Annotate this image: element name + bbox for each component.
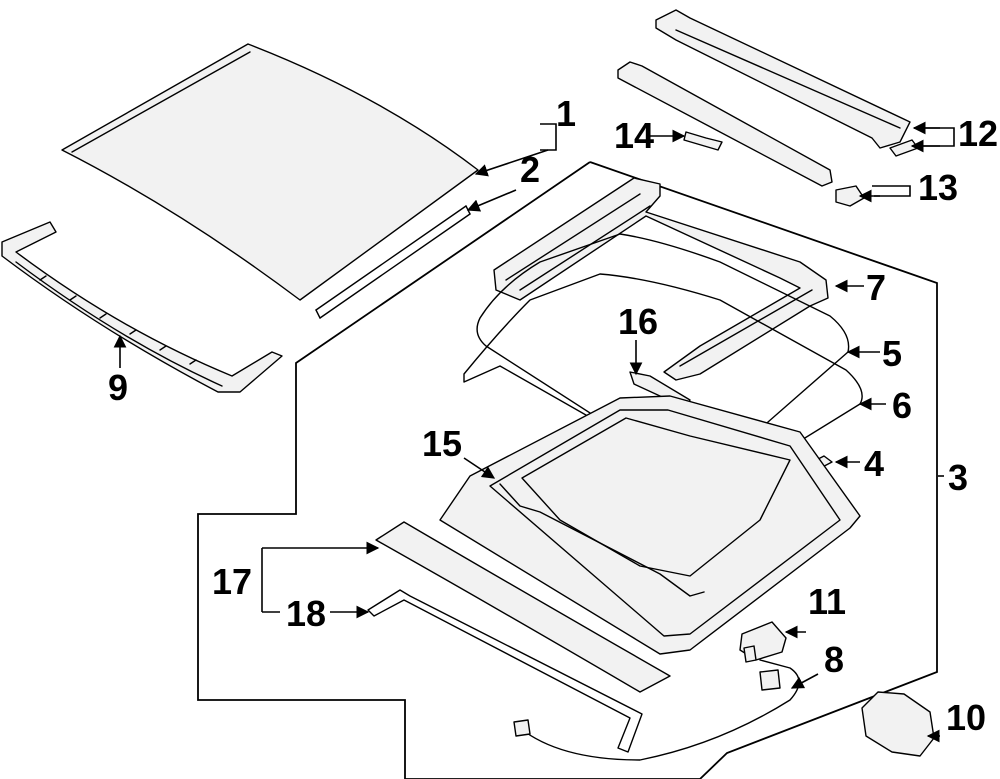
callout-8: 8 bbox=[824, 639, 844, 680]
callout-14: 14 bbox=[614, 115, 654, 156]
callout-9: 9 bbox=[108, 367, 128, 408]
callout-2: 2 bbox=[520, 149, 540, 190]
wire-harness bbox=[513, 645, 800, 761]
headliner-panel bbox=[375, 521, 671, 693]
callout-18: 18 bbox=[286, 593, 326, 634]
callout-10: 10 bbox=[946, 697, 986, 738]
glass-panel bbox=[61, 43, 479, 301]
trim-strip bbox=[367, 589, 643, 753]
callout-7: 7 bbox=[866, 267, 886, 308]
callout-15: 15 bbox=[422, 423, 462, 464]
callout-3: 3 bbox=[948, 457, 968, 498]
callout-11: 11 bbox=[808, 581, 846, 622]
drive-cable-bar bbox=[617, 61, 833, 187]
callout-4: 4 bbox=[864, 443, 884, 484]
frame-seal bbox=[476, 233, 850, 467]
callout-13: 13 bbox=[918, 167, 958, 208]
callout-1: 1 bbox=[556, 93, 576, 134]
assembly-boundary bbox=[197, 161, 938, 779]
sunroof-housing bbox=[439, 395, 861, 655]
callout-16: 16 bbox=[618, 301, 658, 342]
frame-rail bbox=[493, 177, 829, 381]
callout-17: 17 bbox=[212, 561, 252, 602]
callout-12: 12 bbox=[958, 113, 998, 154]
callout-6: 6 bbox=[892, 385, 912, 426]
leader-lines bbox=[113, 121, 955, 743]
callout-5: 5 bbox=[882, 333, 902, 374]
guide-clip bbox=[835, 185, 865, 207]
wind-deflector bbox=[1, 221, 283, 393]
sunroof-motor bbox=[861, 691, 935, 757]
